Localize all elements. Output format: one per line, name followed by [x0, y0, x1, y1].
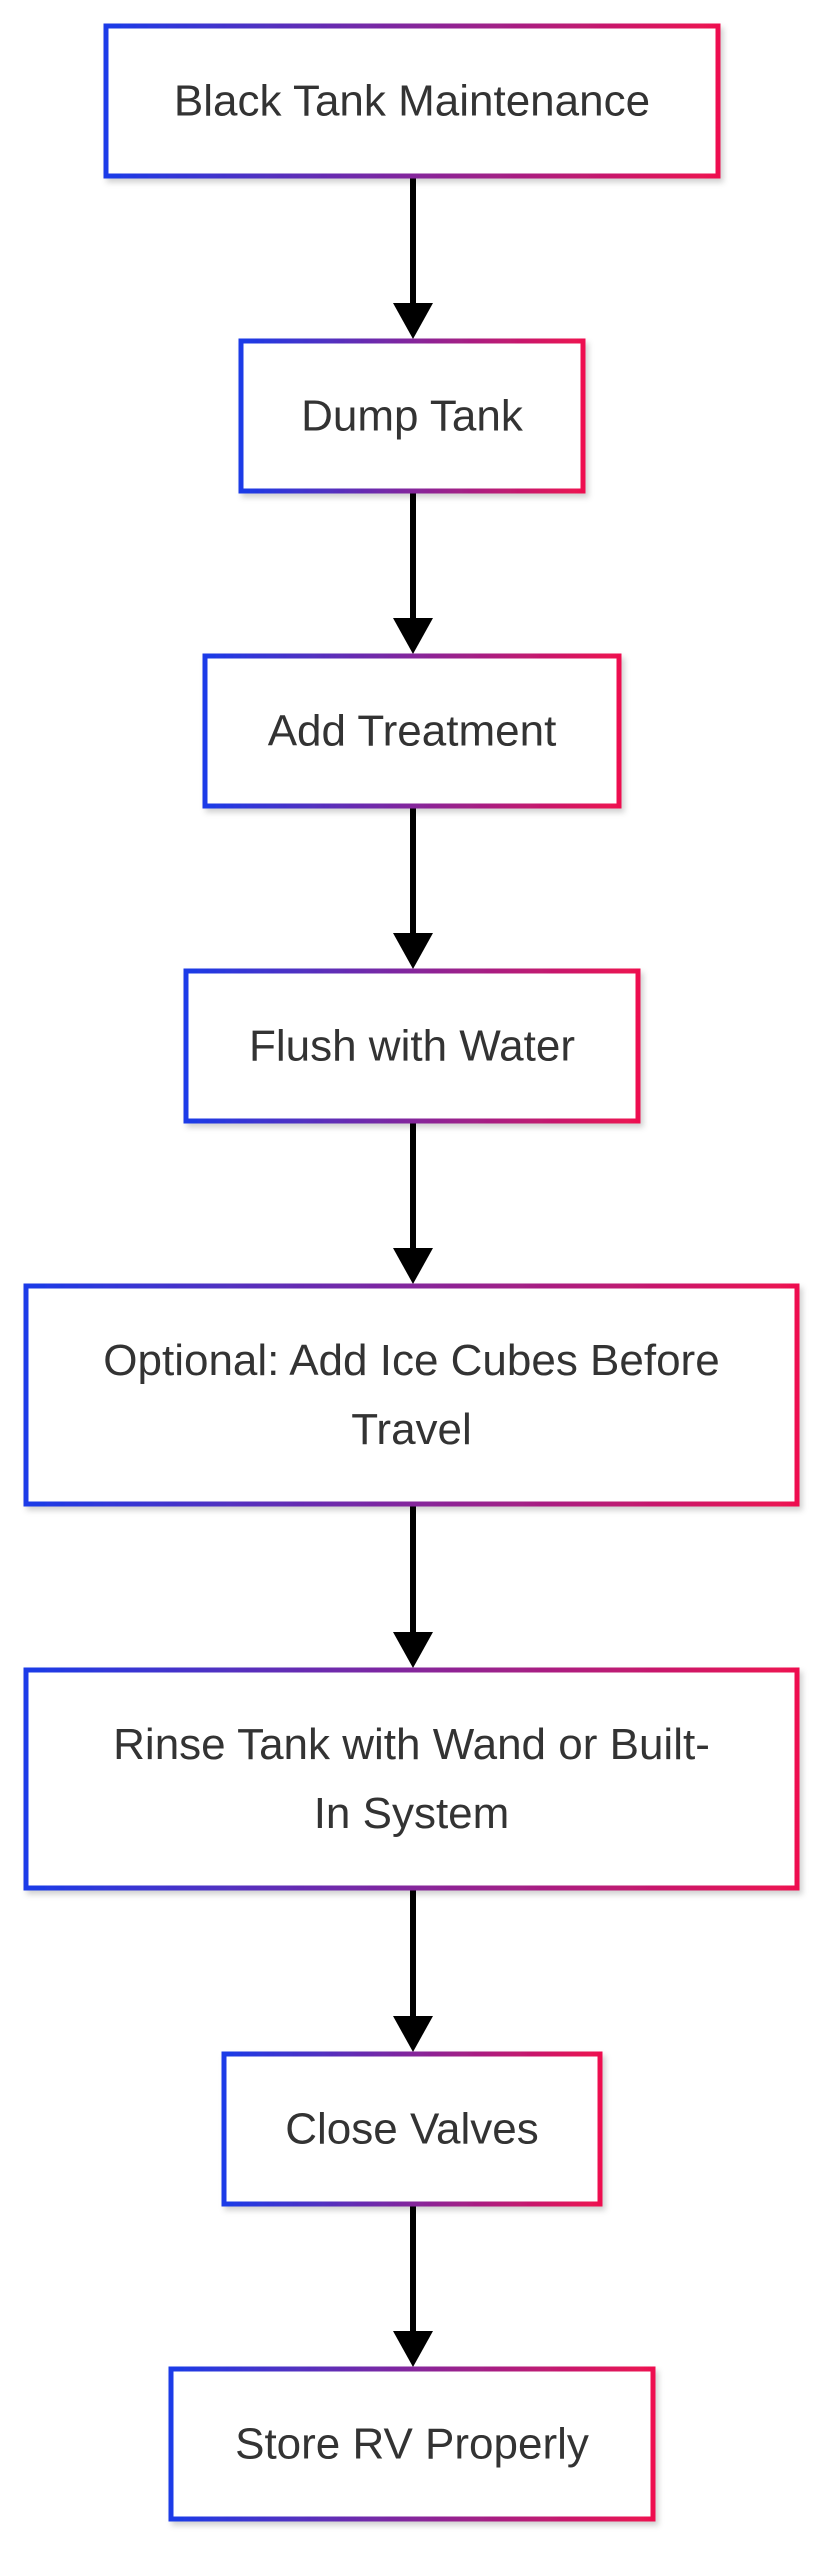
- flow-node-box: [23, 1667, 800, 1891]
- flow-arrow-head: [393, 618, 433, 654]
- flow-arrow-dump-tank-to-add-treatment: [393, 491, 433, 654]
- flow-arrow-close-valves-to-store-rv: [393, 2204, 433, 2367]
- flow-node-label: Dump Tank: [301, 392, 524, 441]
- flow-arrow-head: [393, 2331, 433, 2367]
- flow-node-rinse-tank: Rinse Tank with Wand or Built- In System: [23, 1667, 800, 1891]
- flow-node-store-rv: Store RV Properly: [168, 2366, 656, 2522]
- flow-node-dump-tank: Dump Tank: [238, 338, 586, 494]
- flow-node-box: [202, 653, 622, 809]
- flow-node-box: [183, 968, 641, 1124]
- flow-arrow-rinse-tank-to-close-valves: [393, 1888, 433, 2052]
- flow-arrow-black-tank-maintenance-to-dump-tank: [393, 176, 433, 339]
- flow-node-label: Add Treatment: [268, 707, 557, 756]
- flow-arrow-head: [393, 1248, 433, 1284]
- flow-arrow-optional-ice-cubes-to-rinse-tank: [393, 1504, 433, 1668]
- flow-node-box: [168, 2366, 656, 2522]
- edges-layer: [393, 176, 433, 2367]
- flow-node-label: Rinse Tank with Wand or Built-: [113, 1720, 710, 1769]
- flow-node-label: Black Tank Maintenance: [174, 77, 650, 126]
- flow-node-box: [221, 2051, 603, 2207]
- flow-arrow-head: [393, 933, 433, 969]
- flow-node-add-treatment: Add Treatment: [202, 653, 622, 809]
- flow-node-label: Flush with Water: [249, 1022, 575, 1071]
- flow-arrow-add-treatment-to-flush-with-water: [393, 806, 433, 969]
- flow-node-box: [238, 338, 586, 494]
- flow-node-label: Travel: [351, 1405, 472, 1454]
- flow-arrow-head: [393, 1632, 433, 1668]
- flow-node-black-tank-maintenance: Black Tank Maintenance: [103, 23, 721, 179]
- flow-node-box: [23, 1283, 800, 1507]
- flow-node-label: Store RV Properly: [235, 2420, 589, 2469]
- flow-node-label: In System: [314, 1789, 510, 1838]
- flow-arrow-head: [393, 2016, 433, 2052]
- flow-arrow-flush-with-water-to-optional-ice-cubes: [393, 1121, 433, 1284]
- flow-node-label: Close Valves: [285, 2105, 539, 2154]
- flow-arrow-head: [393, 303, 433, 339]
- flow-node-close-valves: Close Valves: [221, 2051, 603, 2207]
- flow-node-label: Optional: Add Ice Cubes Before: [103, 1336, 719, 1385]
- flow-node-flush-with-water: Flush with Water: [183, 968, 641, 1124]
- flow-node-box: [103, 23, 721, 179]
